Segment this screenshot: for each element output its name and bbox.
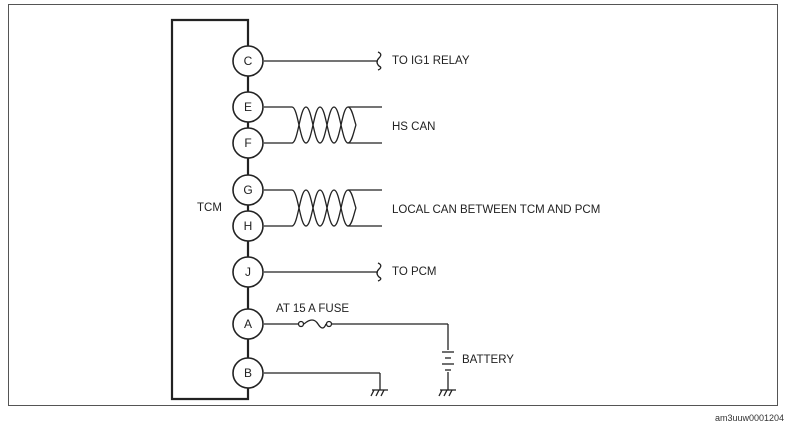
- svg-text:A: A: [244, 317, 252, 331]
- connector-break-pcm: [376, 262, 382, 282]
- svg-text:B: B: [244, 366, 252, 380]
- svg-text:G: G: [243, 183, 252, 197]
- diagram-frame: [8, 4, 778, 406]
- pin-f: F: [232, 127, 264, 159]
- svg-text:J: J: [245, 265, 251, 279]
- pin-h: H: [232, 210, 264, 242]
- label-fuse: AT 15 A FUSE: [276, 303, 349, 315]
- ground-b-icon: [370, 389, 388, 397]
- pin-b: B: [232, 357, 264, 389]
- label-to-ig1-relay: TO IG1 RELAY: [392, 55, 470, 67]
- svg-text:F: F: [244, 136, 251, 150]
- fuse-terminal-right: [325, 320, 333, 328]
- label-local-can: LOCAL CAN BETWEEN TCM AND PCM: [392, 204, 600, 216]
- fuse-terminal-left: [297, 320, 305, 328]
- battery-ground-icon: [438, 389, 456, 397]
- fuse-icon: [303, 319, 327, 329]
- image-code: am3uuw0001204: [715, 413, 784, 423]
- pin-c: C: [232, 45, 264, 77]
- tcm-label: TCM: [197, 202, 222, 214]
- label-battery: BATTERY: [462, 354, 514, 366]
- svg-text:H: H: [244, 219, 253, 233]
- svg-text:C: C: [244, 54, 253, 68]
- pin-j: J: [232, 256, 264, 288]
- connector-break-ig1: [376, 51, 382, 71]
- label-hs-can: HS CAN: [392, 121, 435, 133]
- label-to-pcm: TO PCM: [392, 266, 437, 278]
- svg-text:E: E: [244, 100, 252, 114]
- pin-e: E: [232, 91, 264, 123]
- pin-a: A: [232, 308, 264, 340]
- pin-g: G: [232, 174, 264, 206]
